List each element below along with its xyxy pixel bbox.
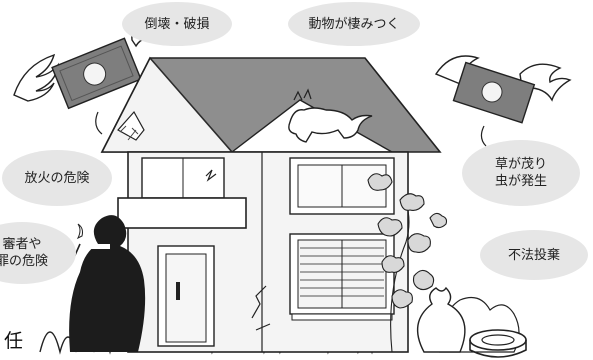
label-weeds: 草が茂り 虫が発生 xyxy=(462,140,580,206)
wing-icon xyxy=(13,53,59,102)
label-intruder: 審者や 罪の危険 xyxy=(0,222,76,284)
ivy-icon xyxy=(367,173,448,353)
label-collapse: 倒壊・破損 xyxy=(122,2,232,46)
upper-left-window xyxy=(117,157,247,229)
cat-icon xyxy=(288,88,373,143)
tire-icon xyxy=(469,329,527,358)
shutter-window xyxy=(289,233,395,321)
garbage-bag-icon xyxy=(416,286,466,353)
label-fire: 放火の危険 xyxy=(2,150,112,206)
flying-money-icon xyxy=(434,55,572,147)
edge-character: 任 xyxy=(4,330,24,352)
wall-crack xyxy=(251,285,271,331)
front-door xyxy=(157,245,215,347)
flying-money-icon xyxy=(13,19,156,135)
burglar-icon xyxy=(69,215,146,352)
label-animals: 動物が棲みつく xyxy=(288,2,420,46)
label-dumping: 不法投棄 xyxy=(480,230,588,280)
wing-icon xyxy=(519,63,572,102)
balcony xyxy=(117,197,247,229)
